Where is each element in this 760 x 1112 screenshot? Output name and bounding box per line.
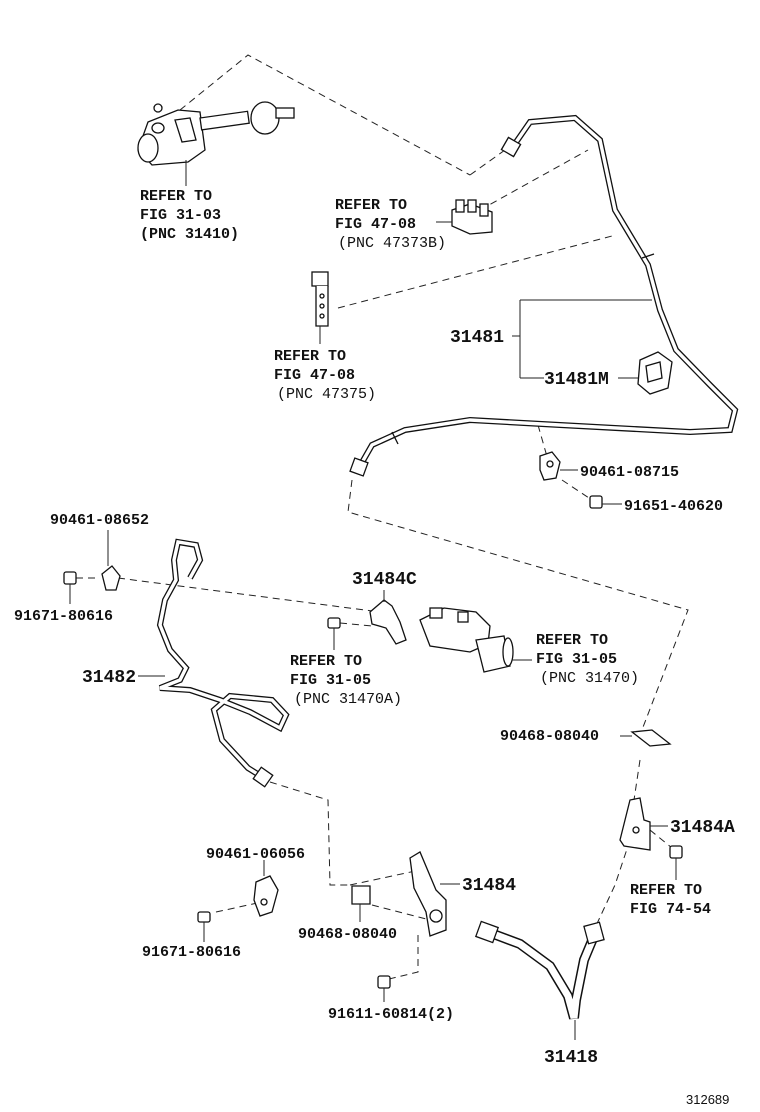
leader-31481 bbox=[512, 299, 652, 379]
part-31484a: 31484A bbox=[670, 818, 735, 838]
ref-31410-line1: REFER TO bbox=[140, 188, 212, 205]
bolt-31470a bbox=[327, 617, 341, 650]
hose-31418 bbox=[474, 920, 605, 1040]
clamp-90461-08715 bbox=[539, 451, 578, 481]
ref-31470-line2: FIG 31-05 bbox=[536, 651, 617, 668]
part-31482: 31482 bbox=[82, 668, 136, 688]
ref-47375-line1: REFER TO bbox=[274, 348, 346, 365]
clip-47373b bbox=[436, 199, 493, 235]
ref-74-54-line2: FIG 74-54 bbox=[630, 901, 711, 918]
part-91611-60814: 91611-60814(2) bbox=[328, 1006, 454, 1023]
bolt-74-54 bbox=[669, 845, 683, 880]
part-31484: 31484 bbox=[462, 876, 516, 896]
bolt-91651-40620 bbox=[589, 495, 622, 509]
clamp-47375 bbox=[311, 271, 329, 344]
bolt-91671-80616-bottom bbox=[197, 911, 211, 942]
clip-90468-08040-bottom bbox=[351, 885, 371, 922]
ref-47375-line3: (PNC 47375) bbox=[277, 386, 376, 403]
bracket-31484 bbox=[409, 851, 460, 937]
ref-47373b-line1: REFER TO bbox=[335, 197, 407, 214]
tube-31481 bbox=[349, 114, 739, 477]
part-90461-06056: 90461-06056 bbox=[206, 846, 305, 863]
ref-31470a-line3: (PNC 31470A) bbox=[294, 691, 402, 708]
part-90461-08652: 90461-08652 bbox=[50, 512, 149, 529]
ref-31470a-line2: FIG 31-05 bbox=[290, 672, 371, 689]
ref-31470-line1: REFER TO bbox=[536, 632, 608, 649]
part-31484c: 31484C bbox=[352, 570, 417, 590]
ref-47373b-line2: FIG 47-08 bbox=[335, 216, 416, 233]
ref-31470-line3: (PNC 31470) bbox=[540, 670, 639, 687]
dashed-guides bbox=[76, 54, 689, 981]
part-90468-08040-right: 90468-08040 bbox=[500, 728, 599, 745]
clamp-90461-06056 bbox=[253, 860, 279, 917]
part-31481: 31481 bbox=[450, 328, 504, 348]
ref-31470a-line1: REFER TO bbox=[290, 653, 362, 670]
part-91671-80616-bottom: 91671-80616 bbox=[142, 944, 241, 961]
bolt-91611-60814 bbox=[377, 975, 391, 1002]
clip-31481m bbox=[637, 351, 673, 395]
bracket-31484c bbox=[369, 590, 407, 645]
ref-74-54-line1: REFER TO bbox=[630, 882, 702, 899]
ref-31410-line2: FIG 31-03 bbox=[140, 207, 221, 224]
part-91651-40620: 91651-40620 bbox=[624, 498, 723, 515]
part-31481m: 31481M bbox=[544, 370, 609, 390]
part-90461-08715: 90461-08715 bbox=[580, 464, 679, 481]
bracket-31484a bbox=[619, 797, 668, 851]
part-90468-08040-bottom: 90468-08040 bbox=[298, 926, 397, 943]
tube-31482 bbox=[138, 538, 290, 788]
bolt-91671-80616-top bbox=[63, 571, 77, 604]
release-cylinder-31470 bbox=[419, 607, 532, 673]
ref-47373b-line3: (PNC 47373B) bbox=[338, 235, 446, 252]
clutch-master-cylinder bbox=[137, 101, 295, 186]
ref-31410-line3: (PNC 31410) bbox=[140, 226, 239, 243]
part-31418: 31418 bbox=[544, 1048, 598, 1068]
ref-47375-line2: FIG 47-08 bbox=[274, 367, 355, 384]
clamp-90461-08652 bbox=[101, 530, 121, 591]
clip-90468-08040-right bbox=[620, 729, 672, 747]
part-91671-80616-top: 91671-80616 bbox=[14, 608, 113, 625]
figure-number: 312689 bbox=[686, 1092, 729, 1107]
